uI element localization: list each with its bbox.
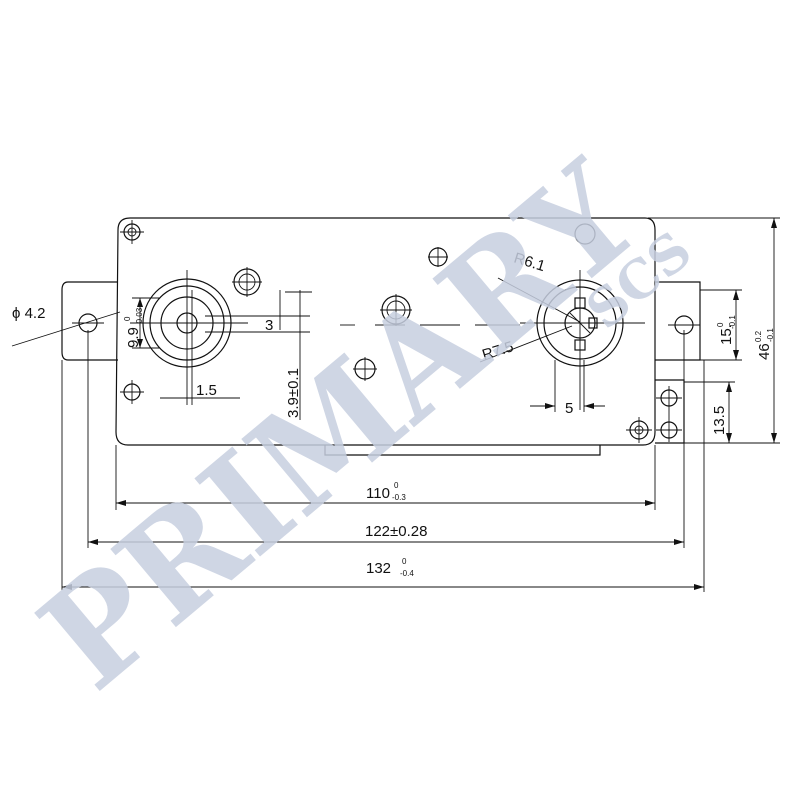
bracket-holes (656, 386, 682, 442)
svg-text:15.: 15. (718, 324, 735, 345)
terminal-diameter-label: 9.9 0 -0.03 (123, 307, 144, 348)
svg-text:0: 0 (123, 316, 132, 321)
slot-offset-label: 1.5 (196, 382, 217, 399)
dimension-labels: ϕ 4.2 9.9 0 -0.03 3 1.5 3.9±0.1 R6.1 R7.… (12, 250, 775, 578)
slot-width-label: 3 (265, 317, 273, 334)
svg-text:-0.3: -0.3 (392, 493, 406, 502)
corner-hole-bottom-right (626, 417, 652, 443)
svg-text:110: 110 (366, 485, 390, 502)
svg-text:0: 0 (402, 557, 407, 566)
svg-text:0.2: 0.2 (754, 330, 763, 342)
svg-text:9.9: 9.9 (125, 327, 142, 348)
svg-text:132: 132 (366, 560, 391, 577)
svg-text:-0.1: -0.1 (728, 315, 737, 329)
total-width-label: 132 0 -0.4 (366, 557, 414, 578)
hole-diameter-label: ϕ 4.2 (12, 305, 45, 322)
notch-top-right (574, 223, 596, 245)
hole-spacing-label: 122±0.28 (365, 523, 427, 540)
key-width-label: 5 (565, 400, 573, 417)
watermark: PRIMARY SCS (11, 131, 703, 721)
terminal-right (520, 270, 645, 410)
terminal-left (130, 270, 248, 405)
dimension-lines (11, 217, 780, 592)
flange-hole-left (72, 313, 104, 333)
corner-hole-bottom-left (120, 380, 144, 404)
svg-text:3.9±0.1: 3.9±0.1 (285, 368, 302, 418)
svg-text:13.5: 13.5 (711, 406, 728, 435)
pin-height-label: 3.9±0.1 (285, 368, 302, 418)
svg-text:-0.4: -0.4 (400, 569, 414, 578)
corner-hole-top-left (120, 220, 144, 244)
mount-holes (72, 220, 700, 443)
svg-text:-0.1: -0.1 (766, 328, 775, 342)
svg-text:0: 0 (716, 322, 725, 327)
lower-spacing-label: 13.5 (711, 406, 728, 435)
svg-text:0: 0 (394, 481, 399, 490)
height-label: 46 0.2 -0.1 (754, 328, 775, 360)
svg-text:46: 46 (756, 343, 773, 360)
body-width-label: 110 0 -0.3 (366, 481, 406, 502)
svg-text:-0.03: -0.03 (135, 307, 144, 326)
mount-spacing-label: 15. 0 -0.1 (716, 315, 737, 345)
watermark-main: PRIMARY (11, 131, 669, 721)
small-holes (232, 247, 448, 381)
